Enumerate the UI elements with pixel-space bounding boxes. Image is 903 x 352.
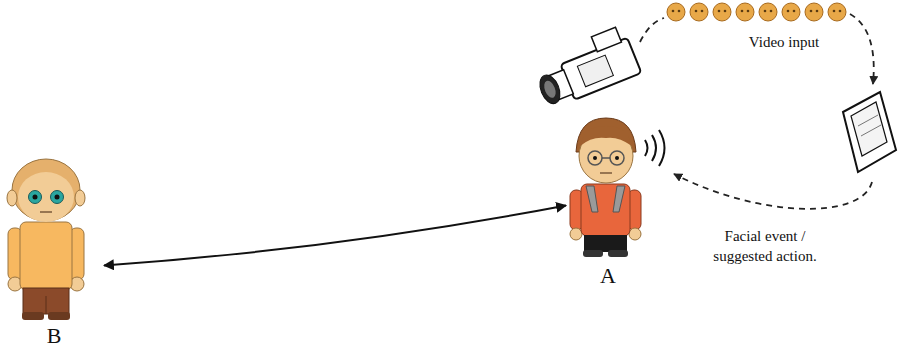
flow-label: Facial event / suggested action. <box>700 226 830 267</box>
person-node: B <box>4 156 104 348</box>
person-b-figure <box>7 159 85 320</box>
video-camera <box>529 25 641 111</box>
handheld-device <box>843 92 896 172</box>
interaction-arrow <box>104 205 566 265</box>
sound-waves <box>645 130 665 166</box>
flow-label: Video input <box>728 32 840 52</box>
face-sequence <box>667 3 846 21</box>
person-a-figure <box>570 118 665 257</box>
data-flow-lines <box>640 14 874 209</box>
person-label: B <box>4 324 104 348</box>
person-node: A <box>566 116 650 288</box>
person-label: A <box>566 264 650 288</box>
